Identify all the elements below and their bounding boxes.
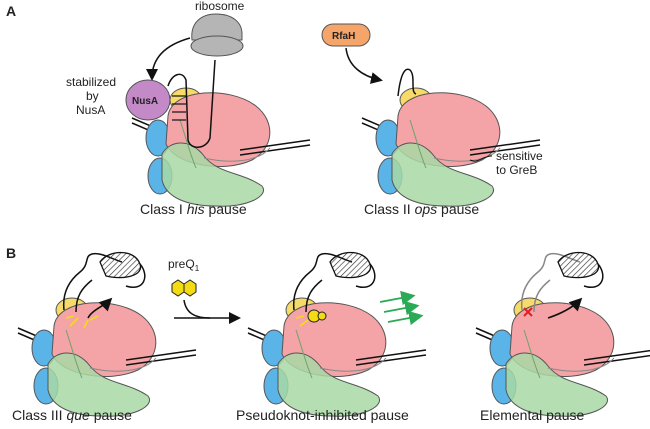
class3-rnap — [17, 297, 197, 417]
elemental-caption: Elemental pause — [480, 407, 585, 423]
class1-caption: Class I his pause — [140, 201, 247, 217]
preq1-label: preQ1 — [168, 257, 200, 273]
green-arrows — [379, 290, 424, 326]
class3-pseudoknot — [62, 251, 146, 329]
pseudoknot-rna — [292, 251, 376, 327]
nusa — [125, 79, 171, 121]
rfah-arrow — [345, 47, 383, 84]
elemental-rnap — [475, 297, 650, 417]
rfah-label: RfaH — [332, 31, 355, 42]
ribosome — [190, 13, 244, 57]
class2-caption: Class II ops pause — [364, 201, 479, 217]
elemental-rna — [520, 251, 604, 319]
ribosome-arrow — [146, 37, 191, 81]
stabilized-line-3: NusA — [76, 103, 105, 117]
pseudoknot-rnap — [247, 297, 427, 417]
red-x-icon — [523, 307, 533, 317]
sensitive-line-2: to GreB — [496, 163, 537, 177]
class2-rna — [397, 68, 417, 97]
sensitive-line-1: sensitive — [496, 149, 543, 163]
greb-leader — [469, 155, 493, 162]
stabilized-line-2: by — [86, 89, 99, 103]
panel-label-a: A — [6, 3, 16, 19]
ribosome-label: ribosome — [195, 0, 245, 13]
preq1-join — [183, 299, 211, 319]
class3-caption: Class III que pause — [12, 407, 132, 423]
pseudoknot-caption: Pseudoknot-inhibited pause — [236, 407, 409, 423]
rfah — [321, 23, 371, 47]
panel-label-b: B — [6, 245, 16, 261]
nusa-label: NusA — [132, 96, 158, 107]
class2-rnap — [361, 87, 541, 207]
preq1-molecule-icon — [171, 279, 197, 297]
stabilized-line-1: stabilized — [66, 75, 116, 89]
rna-hairpin — [167, 59, 216, 148]
